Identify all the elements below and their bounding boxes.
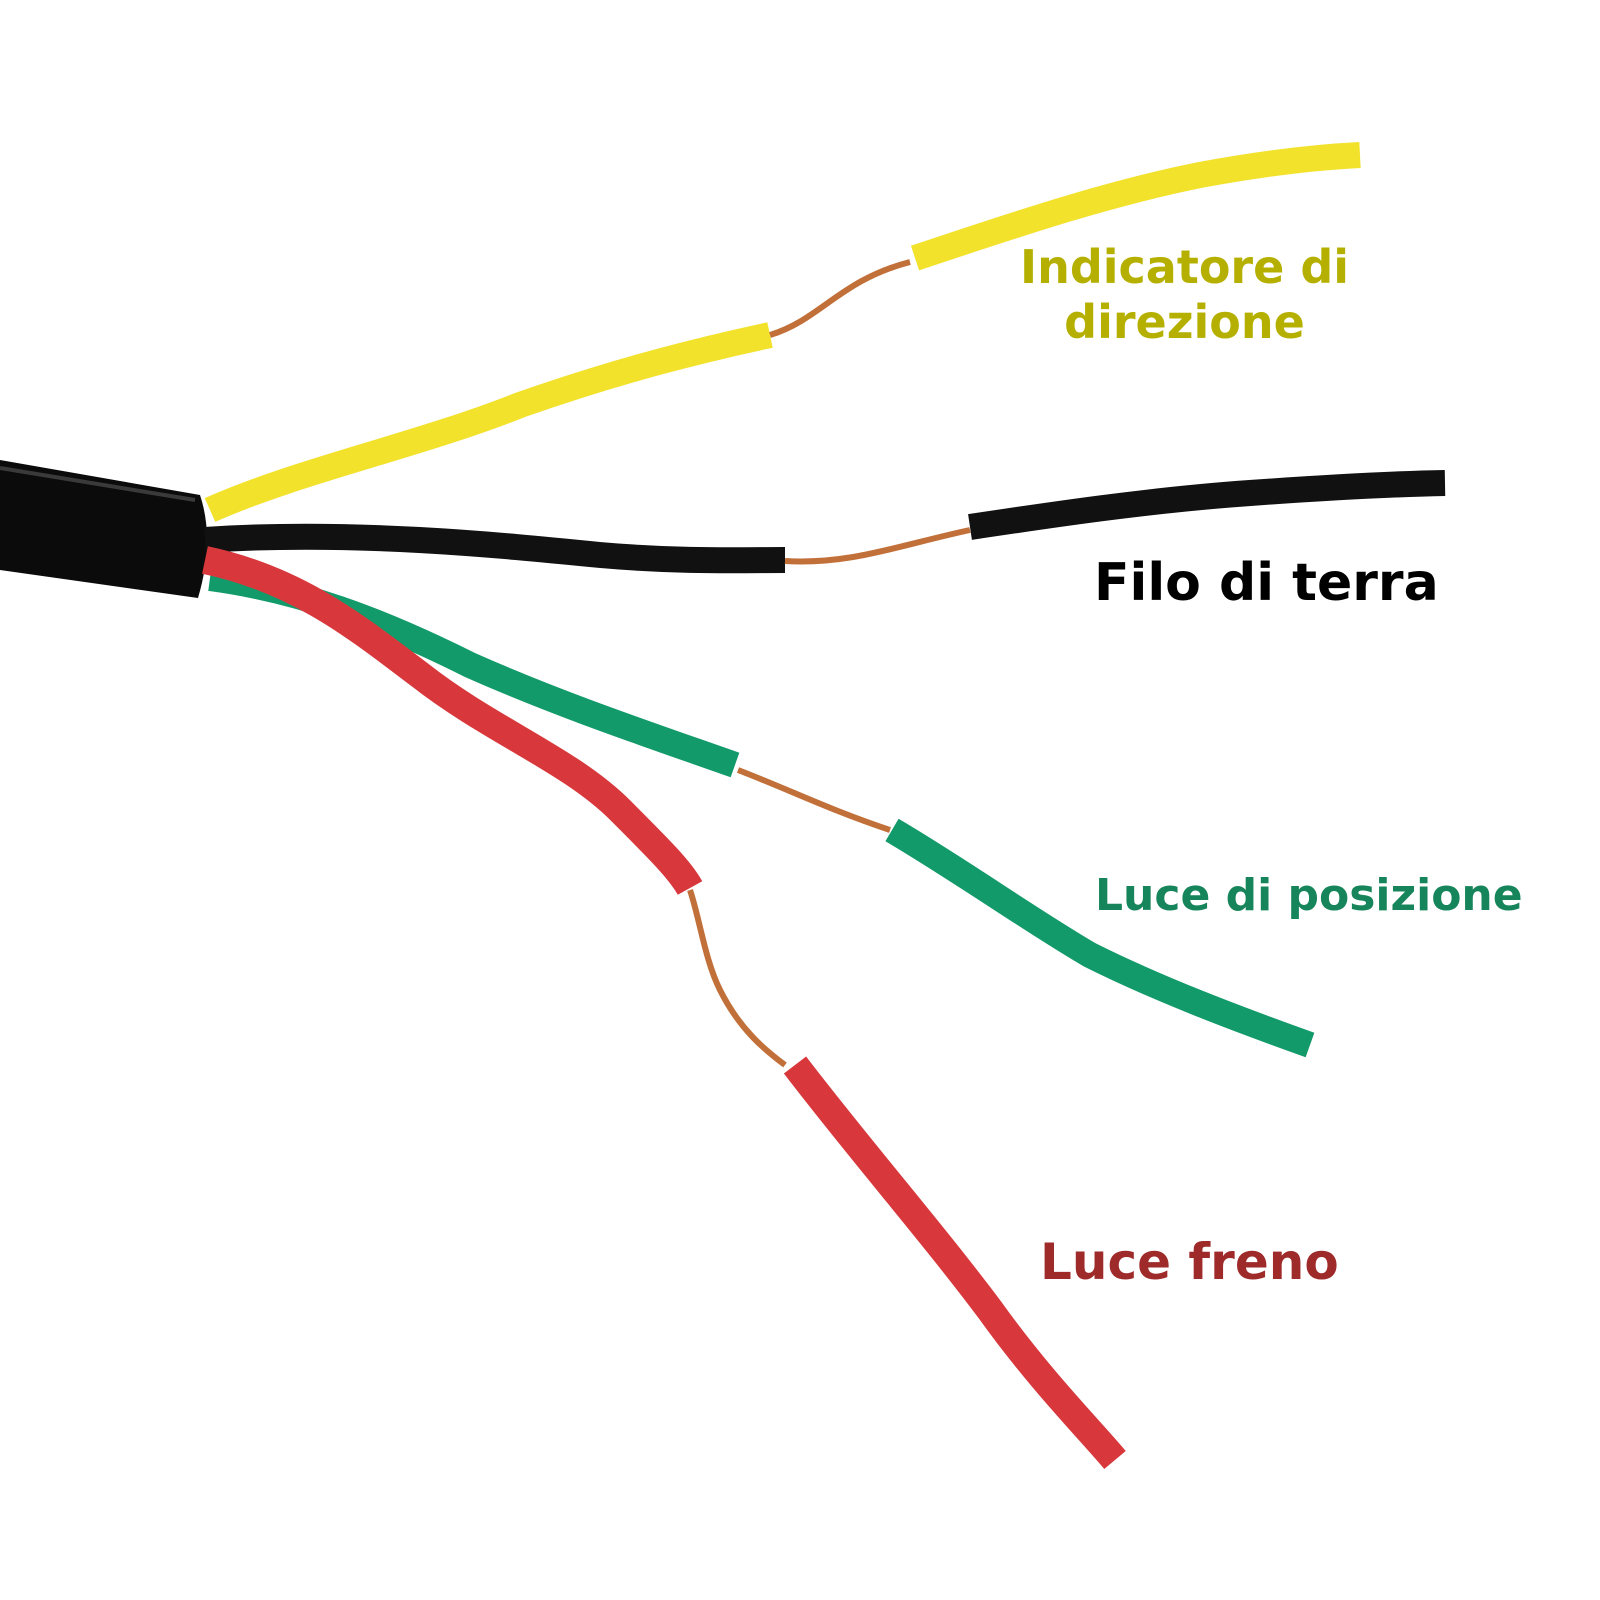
wire-green-insulation-inner [208,565,740,778]
wire-green-insulation-outer [885,818,1315,1058]
wire-black-insulation-inner [204,523,786,574]
wire-green-copper [736,767,891,833]
wire-red [202,546,1126,1469]
wire-yellow-insulation-inner [204,322,773,522]
wire-yellow-copper [769,259,911,338]
wire-black-insulation-outer [968,470,1446,540]
label-turn-indicator-line-2: direzione [1064,295,1305,350]
label-turn-indicator: Indicatore di direzione [1012,240,1357,350]
cable-sheath-highlight [0,466,196,502]
label-position-light: Luce di posizione [1095,870,1523,923]
wire-red-copper [687,889,787,1068]
label-brake-light-line-1: Luce freno [1040,1233,1339,1291]
wire-black-copper [784,527,971,565]
label-turn-indicator-line-1: Indicatore di [1019,240,1350,294]
wire-yellow-insulation-outer [910,142,1361,271]
cable-sheath [0,460,208,598]
wire-red-insulation-inner [202,546,703,896]
wire-yellow [204,142,1361,522]
label-brake-light: Luce freno [1040,1232,1339,1292]
wire-red-insulation-outer [783,1056,1126,1469]
label-position-light-line-1: Luce di posizione [1095,870,1523,921]
wire-black [204,470,1446,574]
label-ground-wire: Filo di terra [1094,552,1439,614]
label-ground-wire-line-1: Filo di terra [1094,553,1439,613]
